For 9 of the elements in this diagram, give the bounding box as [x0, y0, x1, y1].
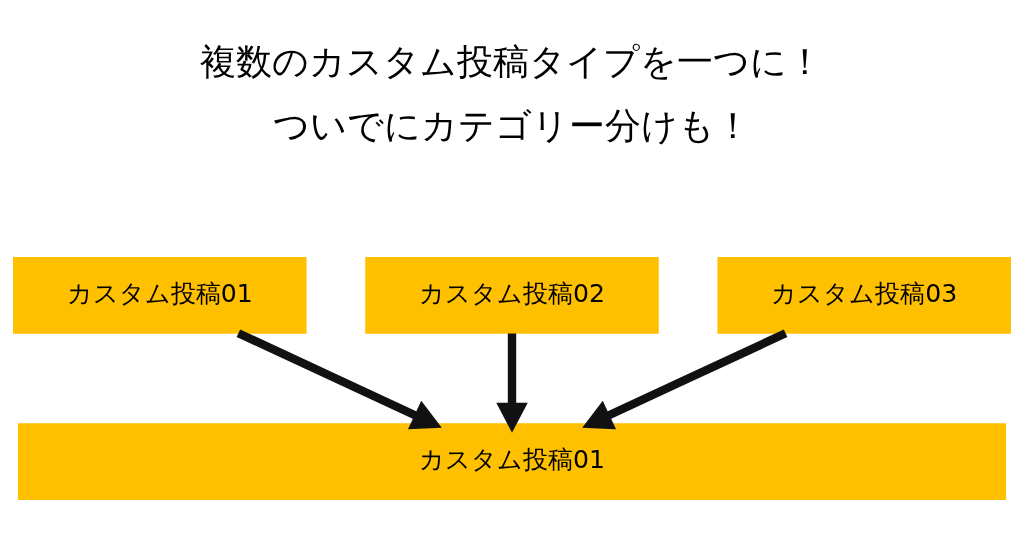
- arrow: [496, 332, 528, 433]
- label: ついでにカテゴリー分けも！: [273, 103, 751, 147]
- diagram-title: 複数のカスタム投稿タイプを一つに！: [200, 39, 824, 83]
- node-box: カスタム投稿03: [717, 256, 1011, 334]
- node-box: カスタム投稿02: [365, 256, 659, 334]
- arrow: [582, 328, 788, 429]
- node-box: カスタム投稿01: [13, 256, 307, 334]
- arrow: [236, 328, 442, 429]
- node-box: カスタム投稿01: [17, 422, 1007, 500]
